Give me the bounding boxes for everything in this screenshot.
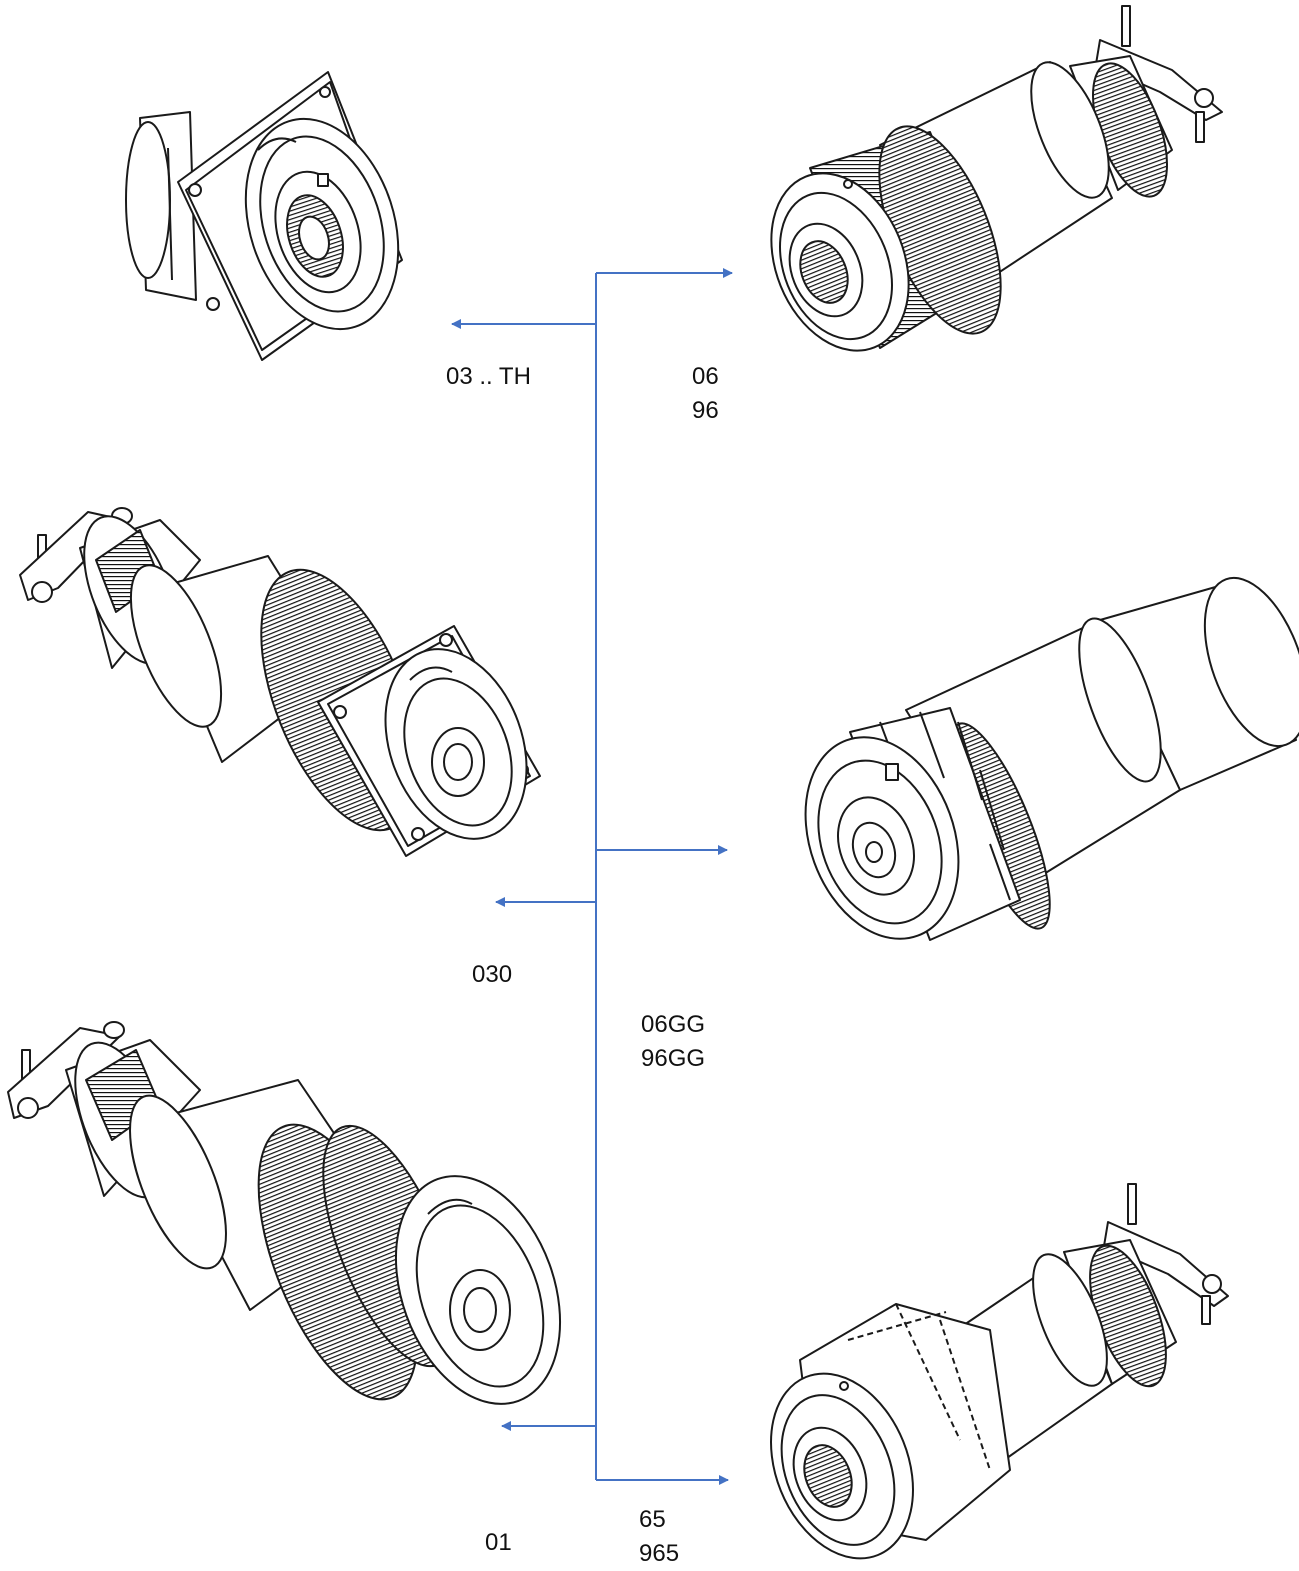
label-flange-receptacle: 03 .. TH <box>446 360 531 394</box>
plug-knurled-with-clamp-drawing <box>746 6 1222 371</box>
label-plug-hex: 65 965 <box>639 1503 679 1571</box>
arrow-tree <box>451 268 733 1485</box>
label-plug-grip: 06GG 96GG <box>641 1008 705 1076</box>
label-line: 65 <box>639 1506 666 1533</box>
flange-receptacle-with-clamp-drawing <box>20 503 552 858</box>
flange-receptacle-drawing <box>126 72 424 360</box>
label-line: 06 <box>692 363 719 390</box>
label-line: 030 <box>472 961 513 988</box>
label-flange-receptacle-clamp: 030 <box>472 958 512 992</box>
label-line: 96GG <box>641 1045 706 1072</box>
label-line: 03 .. TH <box>446 363 531 390</box>
label-plug-knurled: 06 96 <box>692 360 719 428</box>
label-line: 965 <box>639 1540 680 1567</box>
label-line: 06GG <box>641 1011 706 1038</box>
label-line: 01 <box>485 1529 512 1556</box>
plug-hex-coupling-with-clamp-drawing <box>745 1184 1228 1571</box>
plug-grip-coupling-drawing <box>779 564 1299 960</box>
label-cable-receptacle: 01 <box>485 1526 512 1560</box>
cable-receptacle-with-clamp-drawing <box>8 1022 590 1427</box>
label-line: 96 <box>692 397 719 424</box>
